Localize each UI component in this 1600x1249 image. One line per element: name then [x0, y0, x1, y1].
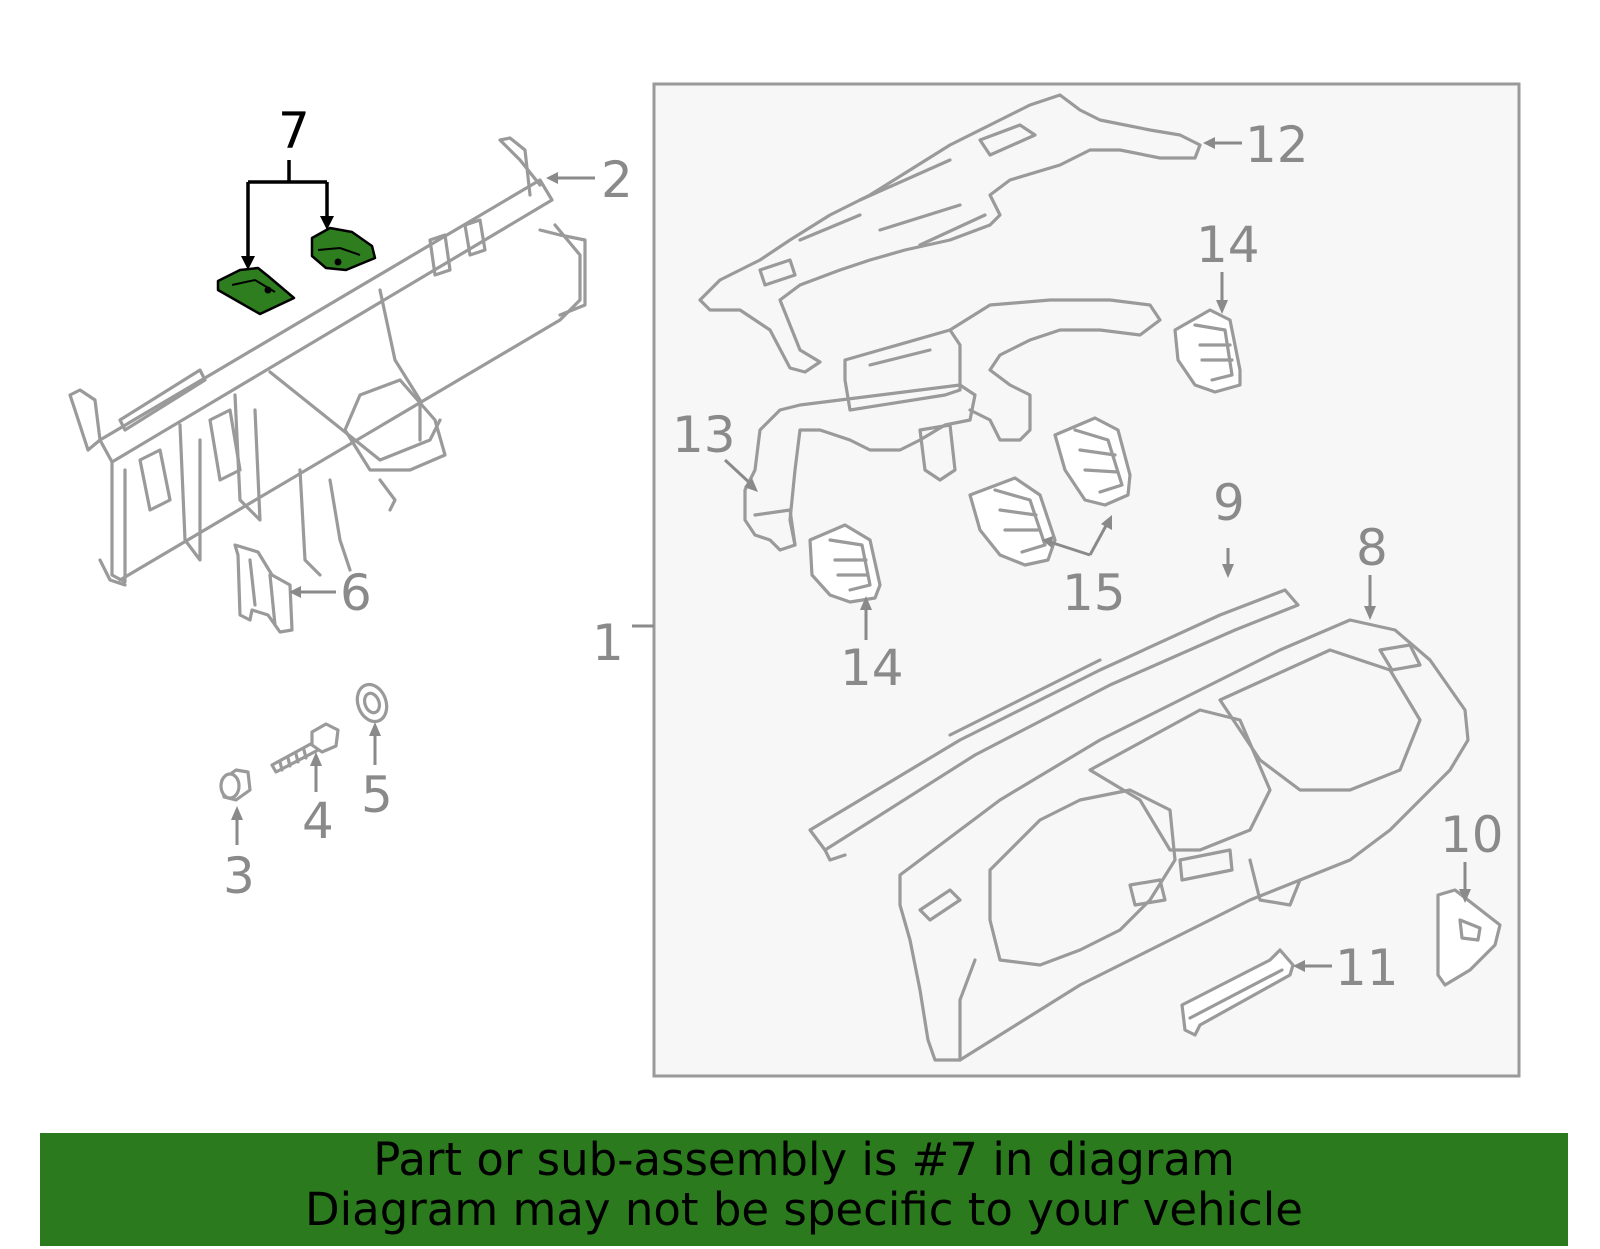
- leader-15: [1042, 515, 1112, 557]
- instrument-panel-part-8[interactable]: [898, 618, 1470, 1062]
- callout-8: 8: [1356, 519, 1388, 577]
- leader-14-lower: [860, 596, 872, 640]
- washer-part-5[interactable]: [352, 680, 391, 725]
- leader-14-upper: [1216, 272, 1228, 314]
- lower-duct-part-13[interactable]: [743, 298, 1162, 552]
- callout-12: 12: [1245, 116, 1309, 174]
- leader-10: [1459, 862, 1471, 903]
- upper-duct-part-12[interactable]: [698, 93, 1202, 374]
- info-banner: Part or sub-assembly is #7 in diagram Di…: [40, 1133, 1568, 1246]
- leader-6: [289, 586, 336, 598]
- vent-part-15-left[interactable]: [968, 476, 1057, 567]
- leader-11: [1293, 960, 1332, 972]
- callout-7: 7: [278, 102, 310, 160]
- callout-1: 1: [592, 614, 624, 672]
- bolt-part-4[interactable]: [270, 722, 340, 774]
- callout-5: 5: [361, 766, 393, 824]
- leader-5: [369, 722, 381, 765]
- cross-car-beam-part[interactable]: [68, 136, 587, 587]
- banner-line-2: Diagram may not be specific to your vehi…: [305, 1183, 1303, 1236]
- callout-13: 13: [672, 406, 736, 464]
- bracket-part-7-left[interactable]: [216, 266, 296, 316]
- callout-14-lower: 14: [840, 639, 904, 697]
- bracket-part-7-right[interactable]: [310, 226, 377, 272]
- callout-10: 10: [1440, 806, 1504, 864]
- callout-9: 9: [1213, 474, 1245, 532]
- bracket-part-6[interactable]: [233, 543, 294, 634]
- vent-part-15-right[interactable]: [1053, 416, 1132, 507]
- trim-strip-part-11[interactable]: [1180, 948, 1295, 1037]
- leader-13: [723, 458, 758, 492]
- inset-frame: [652, 82, 1521, 1078]
- callout-14-upper: 14: [1196, 216, 1260, 274]
- vent-part-14-lower[interactable]: [808, 523, 882, 604]
- banner-line-1: Part or sub-assembly is #7 in diagram: [373, 1133, 1235, 1186]
- callout-11: 11: [1335, 939, 1399, 997]
- callout-4: 4: [302, 792, 334, 850]
- leader-7: [241, 160, 334, 270]
- callout-15: 15: [1062, 564, 1126, 622]
- leader-4: [310, 752, 322, 792]
- leader-8: [1364, 575, 1376, 620]
- leader-9: [1222, 548, 1234, 578]
- spacer-part-3[interactable]: [219, 768, 252, 802]
- callout-3: 3: [223, 847, 255, 905]
- callout-6: 6: [340, 564, 372, 622]
- vent-part-14-upper[interactable]: [1173, 308, 1242, 394]
- leader-12: [1203, 137, 1242, 149]
- defroster-part-9[interactable]: [808, 588, 1300, 862]
- leader-2: [546, 172, 595, 184]
- leader-3: [231, 806, 243, 845]
- callout-2: 2: [601, 151, 633, 209]
